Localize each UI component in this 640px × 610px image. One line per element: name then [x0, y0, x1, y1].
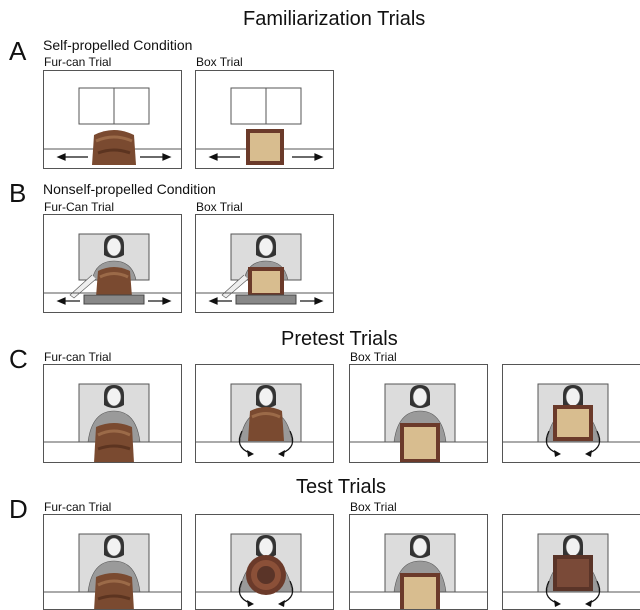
fur-can-object: [92, 130, 136, 165]
frame-c-fur-can-still: [43, 364, 182, 463]
frame-a-fur-can: [43, 70, 182, 169]
fur-can-object: [94, 423, 134, 462]
frame-b-fur-can: [43, 214, 182, 313]
panel-letter-b: B: [9, 178, 27, 208]
frame-d-box-bottom-revealed: [502, 514, 640, 610]
panel-letter-c: C: [9, 344, 28, 374]
trial-label-c-fur: Fur-can Trial: [44, 350, 112, 364]
panel-letter-d: D: [9, 494, 28, 524]
frame-d-fur-can-still: [43, 514, 182, 610]
tray: [83, 294, 145, 305]
frame-c-box-still: [349, 364, 488, 463]
fur-can-object: [94, 573, 134, 609]
box-object: [400, 573, 440, 609]
fur-can-object: [248, 407, 284, 441]
left-arrow: [208, 297, 232, 305]
box-object: [553, 405, 593, 441]
right-arrow: [300, 297, 324, 305]
box-object: [246, 129, 284, 165]
box-bottom-object: [553, 555, 593, 591]
frame-c-fur-can-lifted: [195, 364, 334, 463]
trial-label-b-box: Box Trial: [196, 200, 243, 214]
box-object: [248, 267, 284, 297]
pretest-heading: Pretest Trials: [281, 328, 398, 350]
familiarization-heading: Familiarization Trials: [243, 8, 426, 30]
test-heading: Test Trials: [296, 476, 387, 498]
right-arrow: [140, 153, 172, 161]
right-arrow: [148, 297, 172, 305]
trial-label-d-fur: Fur-can Trial: [44, 500, 112, 514]
box-object: [400, 423, 440, 462]
frame-c-box-lifted: [502, 364, 640, 463]
frame-d-box-still: [349, 514, 488, 610]
left-arrow: [56, 153, 88, 161]
left-arrow: [208, 153, 240, 161]
frame-a-box: [195, 70, 334, 169]
condition-label-a: Self-propelled Condition: [43, 37, 193, 53]
can-bottom-object: [246, 555, 286, 595]
panel-letter-a: A: [9, 36, 27, 66]
tray: [235, 294, 297, 305]
left-arrow: [56, 297, 80, 305]
trial-label-a-box: Box Trial: [196, 55, 243, 69]
fur-can-object: [96, 267, 132, 297]
condition-label-b: Nonself-propelled Condition: [43, 181, 216, 197]
trial-label-d-box: Box Trial: [350, 500, 397, 514]
right-arrow: [292, 153, 324, 161]
frame-d-can-bottom-revealed: [195, 514, 334, 610]
trial-label-b-fur: Fur-Can Trial: [44, 200, 115, 214]
trial-label-a-fur: Fur-can Trial: [44, 55, 112, 69]
trial-label-c-box: Box Trial: [350, 350, 397, 364]
frame-b-box: [195, 214, 334, 313]
